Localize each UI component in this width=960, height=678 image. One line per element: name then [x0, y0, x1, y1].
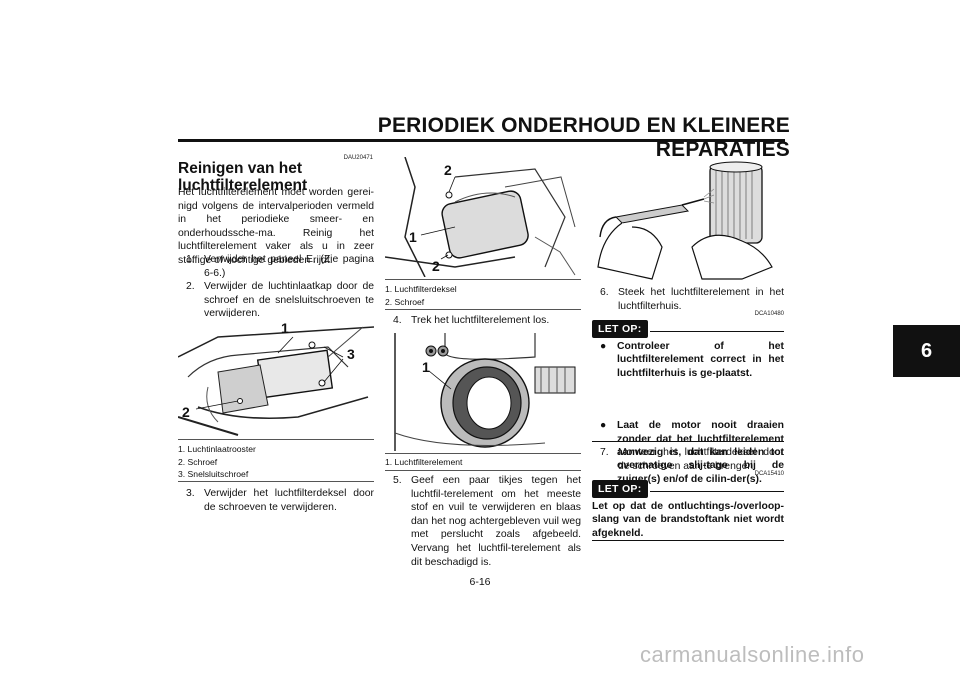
air-intake-illustration: [178, 317, 374, 437]
callout-1: 1: [409, 229, 417, 245]
step-text: Trek het luchtfilterelement los.: [411, 315, 550, 326]
caption-item: 1. Luchtfilterdeksel: [385, 284, 457, 294]
bullet-icon: ●: [600, 341, 607, 352]
note-label: LET OP:: [592, 320, 648, 338]
callout-3: 3: [347, 346, 355, 362]
note-code: DCA15410: [754, 471, 784, 477]
caption-rule: [178, 439, 374, 440]
figure-captions: 1. Luchtinlaatrooster 2. Schroef 3. Snel…: [178, 443, 374, 481]
note-heading: LET OP:: [592, 318, 784, 338]
step-2: 2. Verwijder de luchtinlaatkap door de s…: [186, 280, 374, 321]
step-number: 5.: [393, 475, 402, 486]
step-text: Verwijder de luchtinlaatkap door de schr…: [204, 281, 374, 320]
caption-item: 2. Schroef: [178, 456, 218, 467]
note-heading: LET OP:: [592, 478, 784, 498]
caption-item: 3. Snelsluitschroef: [178, 469, 249, 479]
step-number: 4.: [393, 315, 402, 326]
section-heading: Reinigen van het luchtfilterelement: [178, 160, 378, 194]
note-bullet: ● Laat de motor nooit draaien zonder dat…: [600, 419, 784, 486]
note-rule: [650, 331, 784, 332]
callout-1: 1: [422, 359, 430, 375]
note-end-rule: [592, 540, 784, 541]
step-number: 2.: [186, 281, 195, 292]
caption-rule: [385, 279, 581, 280]
step-text: Monteer het luchtfilterdeksel door de sc…: [618, 447, 784, 472]
section-heading-line2: luchtfilterelement: [178, 177, 308, 194]
step-text: Steek het luchtfilterelement in het luch…: [618, 287, 784, 312]
header-rule: [178, 139, 785, 142]
page-header-title: PERIODIEK ONDERHOUD EN KLEINERE REPARATI…: [377, 114, 790, 161]
caption-rule: [385, 309, 581, 310]
figure-compressed-air-cleaning: [592, 157, 784, 280]
air-filter-cover-illustration: [385, 157, 581, 277]
note-end-rule: [592, 441, 784, 442]
callout-1: 1: [281, 320, 289, 336]
note-rule: [650, 491, 784, 492]
step-text: Verwijder het luchtfilterdeksel door de …: [204, 488, 374, 513]
caption-rule: [178, 481, 374, 482]
step-6: 6. Steek het luchtfilterelement in het l…: [600, 286, 784, 313]
step-4: 4. Trek het luchtfilterelement los.: [393, 314, 581, 328]
figure-air-filter-cover: 2 1 2: [385, 157, 581, 277]
step-5: 5. Geef een paar tikjes tegen het luchtf…: [393, 474, 581, 569]
step-text: Verwijder het paneel E. (Zie pagina 6-6.…: [204, 254, 374, 279]
step-3: 3. Verwijder het luchtfilterdeksel door …: [186, 487, 374, 514]
callout-2: 2: [182, 404, 190, 420]
step-number: 6.: [600, 287, 609, 298]
step-number: 7.: [600, 447, 609, 458]
figure-captions: 1. Luchtfilterelement: [385, 456, 581, 469]
air-filter-element-illustration: [385, 333, 581, 451]
chapter-tab[interactable]: 6: [893, 325, 960, 377]
caption-item: 2. Schroef: [385, 296, 425, 307]
caption-item: 1. Luchtfilterelement: [385, 457, 463, 467]
page-number: 6-16: [469, 576, 491, 588]
note-code: DCA10480: [754, 311, 784, 317]
step-number: 3.: [186, 488, 195, 499]
callout-2: 2: [432, 258, 440, 274]
compressed-air-illustration: [592, 157, 784, 280]
step-text: Geef een paar tikjes tegen het luchtfil-…: [411, 475, 581, 568]
figure-captions: 1. Luchtfilterdeksel 2. Schroef: [385, 283, 581, 308]
intro-paragraph: Het luchtfilterelement moet worden gerei…: [178, 187, 374, 266]
figure-air-filter-element: 1: [385, 333, 581, 451]
note-label: LET OP:: [592, 480, 648, 498]
caption-item: 1. Luchtinlaatrooster: [178, 444, 256, 454]
caption-rule: [385, 453, 581, 454]
note-bullet-text: Laat de motor nooit draaien zonder dat h…: [617, 420, 784, 485]
caption-rule: [385, 470, 581, 471]
note-text: Let op dat de ontluchtings-/overloop-sla…: [592, 501, 784, 539]
bullet-icon: ●: [600, 420, 607, 432]
step-7: 7. Monteer het luchtfilterdeksel door de…: [600, 446, 784, 473]
step-number: 1.: [186, 254, 195, 265]
section-heading-line1: Reinigen van het: [178, 160, 303, 177]
step-1: 1. Verwijder het paneel E. (Zie pagina 6…: [186, 253, 374, 280]
note-bullet: ● Controleer of het luchtfilterelement c…: [600, 340, 784, 380]
note-bullet-text: Controleer of het luchtfilterelement cor…: [617, 341, 784, 379]
figure-air-intake-cover: 1 2 3: [178, 317, 374, 437]
section-code: DAU20471: [343, 155, 373, 161]
watermark: carmanualsonline.info: [640, 642, 865, 667]
callout-2: 2: [444, 162, 452, 178]
